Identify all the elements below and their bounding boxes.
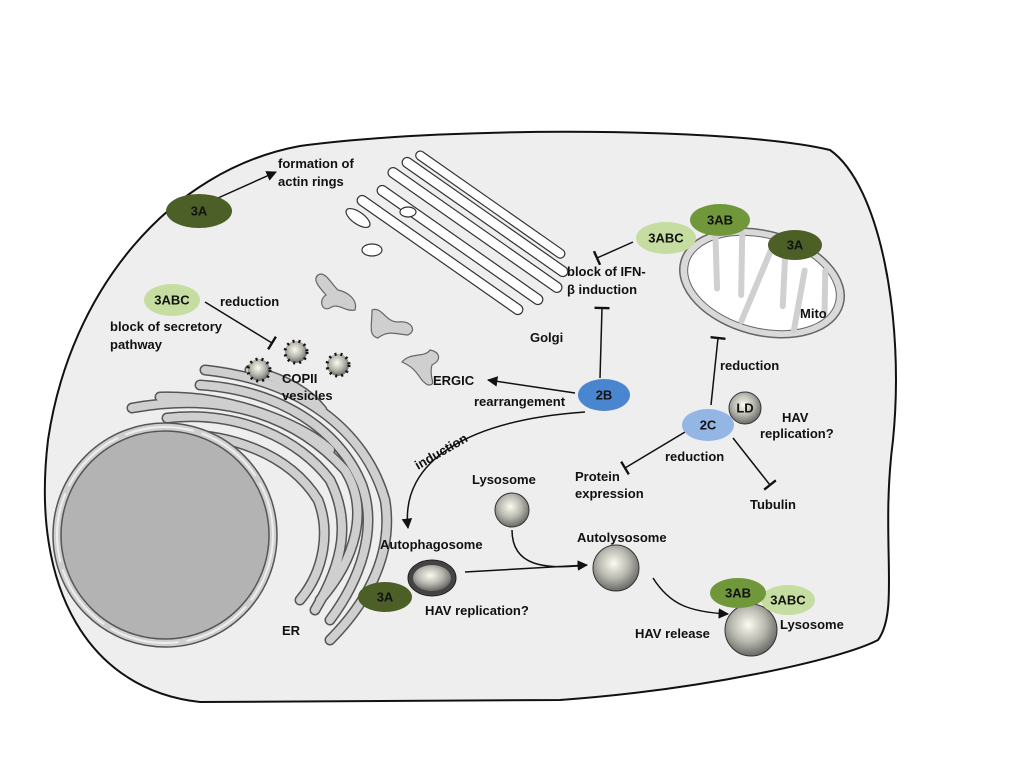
label-actin-2: actin rings <box>278 174 344 189</box>
protein-3ABC-mito: 3ABC <box>636 222 696 254</box>
labels: formation of actin rings reduction block… <box>110 156 844 641</box>
label-reduction-secretory: reduction <box>220 294 279 309</box>
label-protein-1: Protein <box>575 469 620 484</box>
lipid-droplet <box>728 391 762 425</box>
label-copii-2: vesicles <box>282 388 333 403</box>
inhibit-3ABC-ifn <box>592 241 634 266</box>
label-hav-ld-2: replication? <box>760 426 834 441</box>
arrow-2B-ergic <box>486 376 576 394</box>
svg-text:3A: 3A <box>191 204 208 219</box>
arrow-autolysosome-release <box>652 577 730 619</box>
protein-2C: 2C <box>682 409 734 441</box>
label-golgi: Golgi <box>530 330 563 345</box>
label-hav-autophagosome: HAV replication? <box>425 603 529 618</box>
label-ifn-2: β induction <box>567 282 637 297</box>
svg-text:3ABC: 3ABC <box>648 231 684 246</box>
label-autolysosome: Autolysosome <box>577 530 667 545</box>
label-autophagosome: Autophagosome <box>380 537 483 552</box>
endoplasmic-reticulum <box>126 364 393 646</box>
copii-vesicles <box>246 339 351 383</box>
protein-3AB-mito: 3AB <box>690 204 750 236</box>
label-secretory-1: block of secretory <box>110 319 223 334</box>
label-er: ER <box>282 623 301 638</box>
label-lysosome-top: Lysosome <box>472 472 536 487</box>
protein-3AB-bottom: 3AB <box>710 578 766 608</box>
golgi <box>345 150 569 316</box>
label-ifn-1: block of IFN- <box>567 264 646 279</box>
svg-text:3ABC: 3ABC <box>770 593 806 608</box>
lysosome-top <box>494 492 530 528</box>
svg-text:3A: 3A <box>787 238 804 253</box>
protein-2B: 2B <box>578 379 630 411</box>
ergic <box>315 273 440 386</box>
label-ergic: ERGIC <box>433 373 475 388</box>
protein-3A-top: 3A <box>166 194 232 228</box>
protein-3ABC-bottom: 3ABC <box>761 585 815 615</box>
label-secretory-2: pathway <box>110 337 163 352</box>
label-hav-release: HAV release <box>635 626 710 641</box>
svg-text:3ABC: 3ABC <box>154 293 190 308</box>
label-rearrangement: rearrangement <box>474 394 566 409</box>
arrow-2B-autophagosome <box>401 411 586 530</box>
label-lysosome-bottom: Lysosome <box>780 617 844 632</box>
inhibit-3ABC-secretory <box>204 301 277 351</box>
inhibit-2C-protein <box>620 431 686 476</box>
arrow-3A-actin <box>217 171 277 199</box>
svg-text:3AB: 3AB <box>725 586 751 601</box>
ld-label: LD <box>736 401 753 416</box>
lysosome-bottom <box>724 603 778 657</box>
svg-text:2C: 2C <box>700 418 717 433</box>
protein-3A-mito: 3A <box>768 230 822 260</box>
autolysosome <box>592 544 640 592</box>
svg-text:2B: 2B <box>596 388 613 403</box>
inhibit-2C-tubulin <box>732 437 777 491</box>
svg-text:3A: 3A <box>377 590 394 605</box>
svg-text:3AB: 3AB <box>707 213 733 228</box>
label-actin-1: formation of <box>278 156 354 171</box>
nucleus <box>60 430 270 640</box>
inhibit-2C-mito <box>710 336 726 406</box>
protein-3ABC-left: 3ABC <box>144 284 200 316</box>
label-copii-1: COPII <box>282 371 317 386</box>
protein-3A-autophagosome: 3A <box>358 582 412 612</box>
label-mito: Mito <box>800 306 827 321</box>
arrow-autophagosome-autolysosome <box>464 560 589 573</box>
label-tubulin: Tubulin <box>750 497 796 512</box>
label-hav-ld-1: HAV <box>782 410 809 425</box>
label-reduction-2c: reduction <box>665 449 724 464</box>
inhibit-2B-ifn <box>594 306 610 379</box>
label-reduction-mito: reduction <box>720 358 779 373</box>
label-protein-2: expression <box>575 486 644 501</box>
